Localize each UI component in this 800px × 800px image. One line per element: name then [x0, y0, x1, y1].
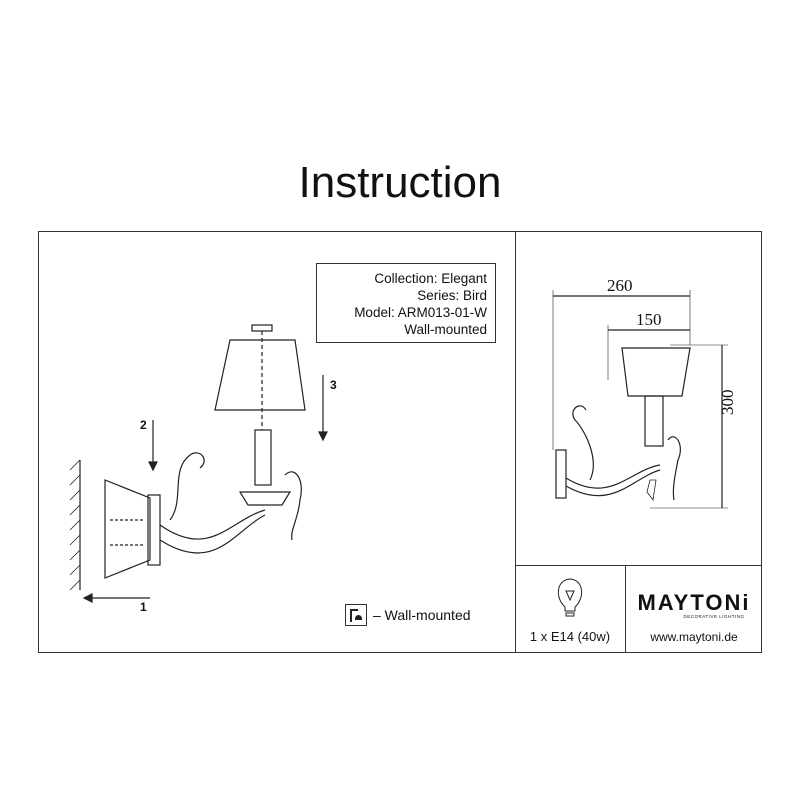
step-2-label: 2 — [140, 418, 147, 432]
bulb-spec: 1 x E14 (40w) — [529, 629, 611, 644]
divider — [515, 565, 762, 566]
divider — [625, 565, 626, 653]
legend-text: – Wall-mounted — [373, 607, 471, 623]
dimension-total-width: 260 — [607, 276, 633, 295]
model-label: Model: ARM013-01-W — [354, 305, 487, 320]
brand-url: www.maytoni.de — [650, 630, 738, 644]
product-info-box: Collection: Elegant Series: Bird Model: … — [316, 263, 496, 343]
collection-label: Collection: Elegant — [374, 271, 487, 286]
series-label: Series: Bird — [417, 288, 487, 303]
brand-logo: MAYTONi — [637, 590, 751, 615]
wall-mount-icon — [345, 604, 367, 626]
instruction-frame — [38, 231, 762, 653]
step-1-label: 1 — [140, 600, 147, 614]
legend: – Wall-mounted — [345, 604, 471, 626]
dimension-shade-width: 150 — [636, 310, 662, 329]
page-title: Instruction — [298, 158, 502, 207]
divider — [515, 231, 516, 653]
step-3-label: 3 — [330, 378, 337, 392]
brand-tagline: DECORATIVE LIGHTING — [683, 614, 745, 619]
mount-label: Wall-mounted — [404, 322, 487, 337]
